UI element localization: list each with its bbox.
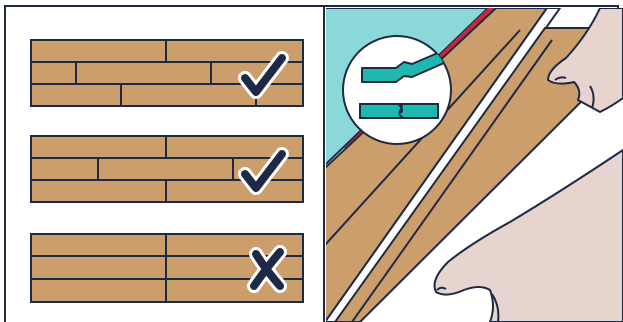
- checkmark-icon: [241, 150, 286, 192]
- joined-plank-right: [398, 103, 439, 119]
- inset-circle: [342, 35, 452, 145]
- pattern-2-staggered: [30, 135, 304, 203]
- right-panel-installation-scene: [326, 8, 623, 322]
- joined-plank-left: [359, 103, 403, 119]
- left-panel-layout-patterns: [30, 39, 304, 303]
- cross-icon: [250, 248, 284, 290]
- lower-hand: [433, 149, 623, 322]
- pattern-1-staggered: [30, 39, 304, 107]
- inset-joint-detail: [342, 35, 452, 145]
- checkmark-icon: [241, 54, 286, 96]
- pattern-3-aligned: [30, 233, 304, 303]
- upper-hand: [547, 8, 623, 113]
